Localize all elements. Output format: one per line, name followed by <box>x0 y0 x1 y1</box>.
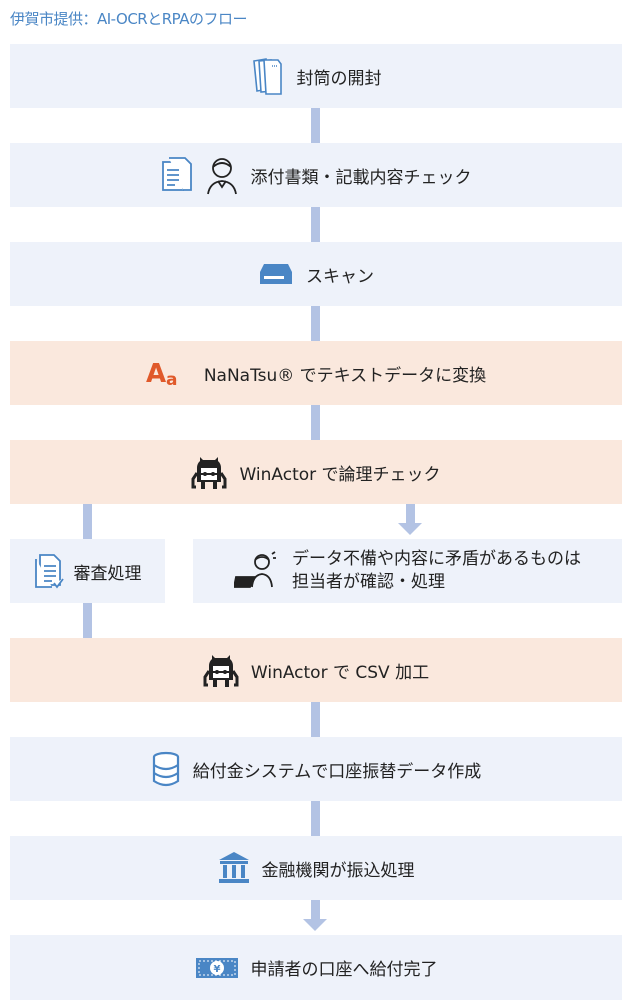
scanner-icon <box>258 261 294 287</box>
step-manual-check: データ不備や内容に矛盾があるものは 担当者が確認・処理 <box>193 539 622 603</box>
step-logic-check: WinActor で論理チェック <box>10 440 622 504</box>
step-label: データ不備や内容に矛盾があるものは 担当者が確認・処理 <box>292 548 581 594</box>
step-label: 審査処理 <box>73 563 142 584</box>
page-title: 伊賀市提供：AI-OCRとRPAのフロー <box>10 10 248 28</box>
connector <box>311 900 320 919</box>
step-csv: WinActor で CSV 加工 <box>10 638 622 702</box>
step-label: 封筒の開封 <box>296 68 382 89</box>
worker-laptop-icon <box>234 551 278 591</box>
robot-icon <box>203 651 239 689</box>
svg-text:A: A <box>146 359 166 388</box>
robot-icon <box>191 453 227 491</box>
step-label: NaNaTsu® でテキストデータに変換 <box>203 365 487 386</box>
step-label: 金融機関が振込処理 <box>261 860 415 881</box>
database-icon <box>151 751 181 787</box>
connector <box>311 108 320 143</box>
document-check-icon <box>34 553 64 589</box>
step-label-line2: 担当者が確認・処理 <box>292 572 445 592</box>
connector <box>311 801 320 836</box>
svg-text:¥: ¥ <box>213 964 220 975</box>
step-payment-complete: ¥ 申請者の口座へ給付完了 <box>10 935 622 1000</box>
step-label: 添付書類・記載内容チェック <box>250 167 472 188</box>
step-review: 審査処理 <box>10 539 165 603</box>
connector <box>311 306 320 341</box>
connector <box>311 702 320 737</box>
step-label: スキャン <box>306 266 374 287</box>
arrow-down-icon <box>398 523 422 535</box>
envelopes-icon <box>251 57 285 95</box>
connector <box>311 207 320 242</box>
person-icon <box>205 155 239 195</box>
bank-icon <box>218 851 250 885</box>
step-bank-transfer: 金融機関が振込処理 <box>10 836 622 900</box>
step-label-line1: データ不備や内容に矛盾があるものは <box>292 549 581 570</box>
arrow-down-icon <box>303 919 327 931</box>
step-label: 給付金システムで口座振替データ作成 <box>192 761 482 782</box>
connector <box>83 504 92 539</box>
yen-banknote-icon: ¥ <box>195 955 239 981</box>
svg-text:a: a <box>166 370 177 388</box>
step-document-check: 添付書類・記載内容チェック <box>10 143 622 207</box>
step-label: 申請者の口座へ給付完了 <box>250 960 438 980</box>
connector <box>83 603 92 638</box>
step-scan: スキャン <box>10 242 622 306</box>
step-label: WinActor で CSV 加工 <box>250 662 430 683</box>
connector <box>311 405 320 440</box>
step-open-envelope: 封筒の開封 <box>10 44 622 108</box>
documents-icon <box>161 156 193 194</box>
step-label: WinActor で論理チェック <box>239 464 441 485</box>
step-system: 給付金システムで口座振替データ作成 <box>10 737 622 801</box>
connector <box>406 504 415 523</box>
